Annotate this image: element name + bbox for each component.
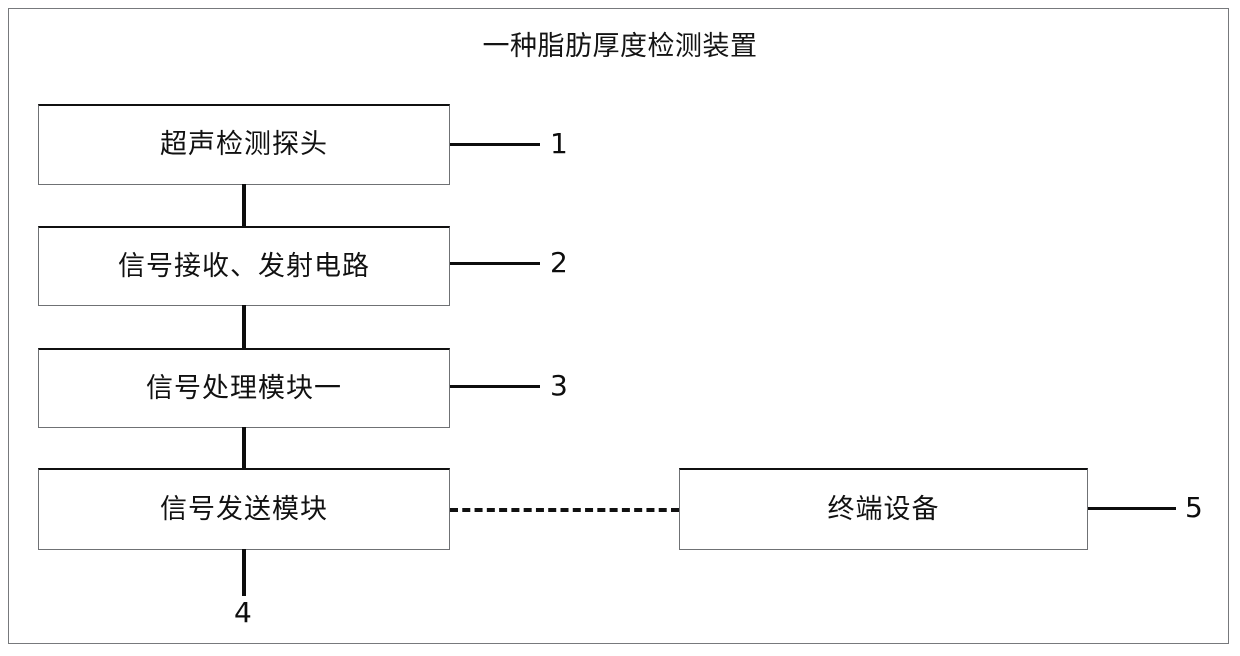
- leader-line-3: [450, 385, 540, 388]
- node-box-tx-rx-circuit[interactable]: 信号接收、发射电路: [38, 226, 450, 306]
- connector-probe-to-txrx: [242, 184, 246, 227]
- leader-line-5: [1088, 507, 1176, 510]
- node-label-probe: 超声检测探头: [160, 129, 328, 160]
- node-box-probe[interactable]: 超声检测探头: [38, 104, 450, 185]
- node-box-signal-processing-module-one[interactable]: 信号处理模块一: [38, 348, 450, 428]
- ref-numeral-2: 2: [550, 246, 568, 279]
- node-label-terminal-device: 终端设备: [827, 493, 940, 525]
- ref-numeral-4: 4: [234, 596, 252, 629]
- leader-line-4: [242, 549, 246, 596]
- leader-line-1: [450, 143, 540, 146]
- dashed-link-send-to-terminal: [450, 508, 679, 512]
- page-title: 一种脂肪厚度检测装置: [482, 31, 758, 62]
- ref-numeral-1: 1: [550, 127, 568, 160]
- ref-numeral-5: 5: [1185, 491, 1203, 524]
- connector-txrx-to-processing: [242, 305, 246, 349]
- node-label-signal-processing-module-one: 信号处理模块一: [146, 372, 342, 404]
- node-box-terminal-device[interactable]: 终端设备: [679, 468, 1088, 550]
- leader-line-2: [450, 262, 540, 265]
- connector-processing-to-send: [242, 427, 246, 469]
- node-box-signal-send-module[interactable]: 信号发送模块: [38, 468, 450, 550]
- ref-numeral-3: 3: [550, 369, 568, 402]
- node-label-tx-rx-circuit: 信号接收、发射电路: [118, 250, 370, 282]
- node-label-signal-send-module: 信号发送模块: [160, 493, 328, 525]
